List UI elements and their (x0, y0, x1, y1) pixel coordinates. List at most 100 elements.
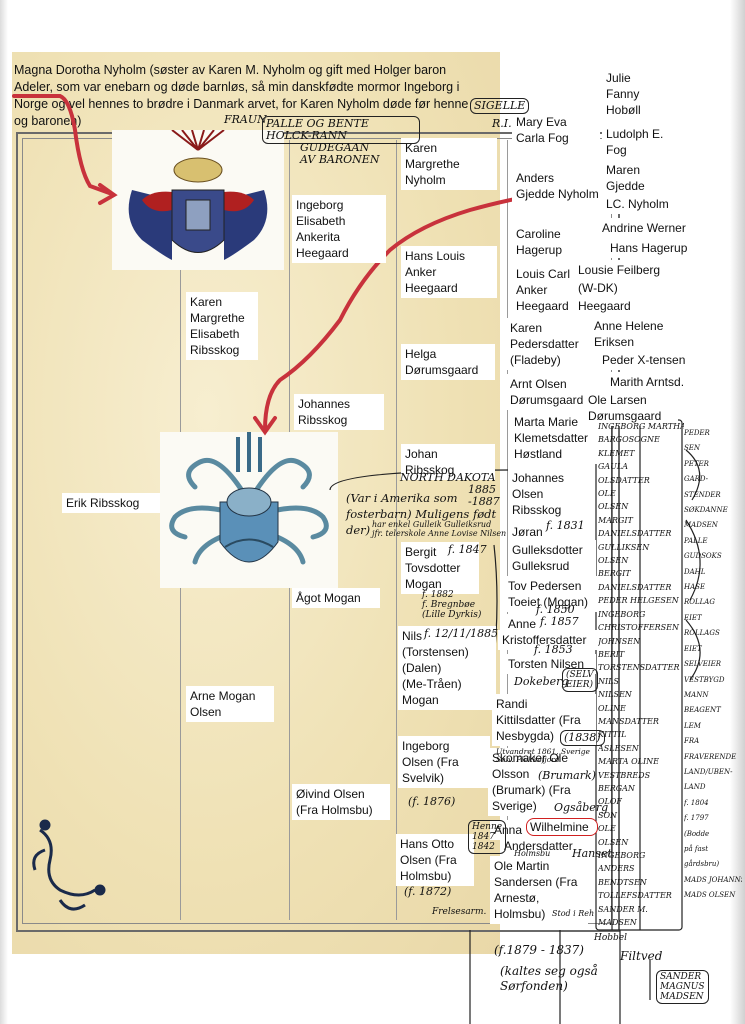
hw-column-entry: KITTIL (598, 730, 627, 740)
hw-fraun: FRAUN (224, 113, 267, 126)
person-agot-mogan: Ågot Mogan (292, 588, 380, 608)
person-kristoffersdatter: Kristoffersdatter (498, 630, 602, 650)
hw-f1853: f. 1853 (534, 643, 573, 656)
tree-line (396, 140, 397, 920)
hw-f1838: (1838) (560, 730, 605, 746)
hw-column-entry: ASLESEN (598, 743, 639, 753)
hw-f1850: f. 1850 (536, 603, 575, 616)
person-peder-x-tensen: Peder X-tensen (598, 350, 704, 370)
person-hans-louis-heegaard: Hans Louis Anker Heegaard (401, 246, 497, 298)
hw-column-entry: OLSEN (598, 502, 629, 512)
hw-column-entry: CHRISTOFFERSEN (598, 623, 679, 633)
person-joran: Jøran (508, 522, 550, 542)
hw-column-entry: VESTBYGD (684, 675, 725, 684)
hw-column-entry: (Bodde (684, 829, 710, 838)
hw-years-johan: 1885 -1887 (468, 483, 500, 508)
person-skomaker-ole-olsson: Skomaker Ole Olsson (Brumark) (Fra Sveri… (488, 748, 584, 816)
hw-palle: PALLE OG BENTE HOLCK-RANN (262, 116, 420, 144)
hw-column-entry: LEM (684, 721, 701, 730)
hw-column-entry: PETER (684, 459, 709, 468)
hw-column-entry: BERIT (598, 649, 625, 659)
person-ingeborg-heegaard: Ingeborg Elisabeth Ankerita Heegaard (292, 195, 386, 263)
hw-f1847: f. 1847 (448, 543, 487, 556)
person-mary-eva-fog: Mary Eva Carla Fog (512, 112, 600, 148)
hw-gudegaan: GUDEGAAN AV BARONEN (300, 141, 380, 166)
hw-filtved: Filtved (620, 949, 663, 963)
person-arnt-dorumsgaard: Arnt Olsen Dørumsgaard (506, 374, 594, 410)
hw-amerika: (Var i Amerika som fosterbarn) Muligens … (346, 491, 497, 537)
person-anna: Anna (490, 820, 528, 840)
person-marith-arntsd: Marith Arntsd. (606, 372, 704, 392)
hw-hobbe: Hobbel (594, 933, 627, 943)
hw-f1831: f. 1831 (546, 519, 585, 532)
hw-column-entry: OLE (598, 489, 616, 499)
hw-column-entry: TORSTENSDATTER (598, 663, 680, 673)
hw-column-entry: INGEBORG (598, 609, 646, 619)
hw-column-entry: MADS OLSEN (684, 891, 736, 900)
person-karen-nyholm: Karen Margrethe Nyholm (401, 138, 497, 190)
hw-column-entry: OLOF (598, 797, 622, 807)
hw-gulleik-note: har enkel Gulleik Gulleiksrud jfr. teler… (372, 520, 507, 538)
hw-column-entry: VESTBREDS (598, 770, 651, 780)
hw-column-entry: NILSEN (598, 690, 632, 700)
person-hans-otto-olsen: Hans Otto Olsen (Fra Holmsbu) (396, 834, 474, 886)
hw-holmsbu: Holmsbu (514, 849, 551, 858)
hw-hanset: Hanset (572, 847, 612, 860)
hw-column-entry: ROLLAG (684, 598, 715, 607)
hw-sander-bottom: SANDER MAGNUS MADSEN (656, 970, 709, 1004)
crest-panel-ribsskog (160, 432, 338, 588)
hw-column-entry: MADSEN (684, 521, 718, 530)
person-anne: Anne (504, 614, 542, 634)
hw-column-entry: MADS JOHANNSEN (684, 875, 742, 884)
person-ole-martin-sandersen: Ole Martin Sandersen (Fra Arnestø, Holms… (490, 856, 588, 924)
hw-column-entry: BARGOSOGNE (598, 435, 660, 445)
person-ole-larsen-dorumsgaard: Ole Larsen Dørumsgaard (584, 390, 678, 426)
person-tov-toeiet: Tov Pedersen Toeiet (Mogan) (504, 576, 598, 612)
person-maren-gjedde: Maren Gjedde (602, 160, 672, 196)
hw-brumark: (Brumark) (538, 769, 596, 782)
hw-column-entry: GARD- (684, 475, 709, 484)
hw-column-entry: på fast (684, 844, 709, 853)
hw-column-entry: LAND/UBEN- (684, 767, 733, 776)
hw-column-entry: GUDSOKS (684, 552, 722, 561)
person-erik-ribsskog: Erik Ribsskog (62, 493, 160, 513)
hw-column-entry: OLSEN (598, 837, 629, 847)
hw-column-entry: SANDER M. (598, 904, 648, 914)
person-karen-pedersdatter: Karen Pedersdatter (Fladeby) (506, 318, 598, 370)
person-heegaard: Heegaard (574, 296, 648, 316)
person-oivind-olsen: Øivind Olsen (Fra Holmsbu) (292, 784, 390, 820)
hw-column-entry: ANDERS (598, 864, 635, 874)
person-anders-nyholm: Anders Gjedde Nyholm (512, 168, 608, 204)
person-anne-helene-eriksen: Anne Helene Eriksen (590, 316, 702, 352)
person-karen-ribsskog: Karen Margrethe Elisabeth Ribsskog (186, 292, 258, 360)
hw-column-entry: KLEMET (598, 448, 635, 458)
hw-column-entry: GULLIKSEN (598, 542, 650, 552)
hw-column-entry: SØKDANNE (684, 506, 728, 515)
person-lousie-feilberg: Lousie Feilberg (574, 260, 700, 280)
hw-column-entry: MANN (684, 690, 709, 699)
person-louis-carl-heegaard: Louis Carl Anker Heegaard (512, 264, 584, 316)
hw-column-entry: GAULA (598, 462, 628, 472)
hw-column-entry: PALLE (684, 536, 708, 545)
hw-column-entry: ROLLAGS (684, 629, 720, 638)
person-hans-hagerup: Hans Hagerup (606, 238, 704, 258)
hw-stod: Stod i Reh (552, 909, 595, 918)
hw-utvandret: Utvandret 1861, Sverige Selv. Flekkefjor… (496, 747, 590, 764)
person-helga-dorumsgaard: Helga Dørumsgaard (401, 344, 495, 380)
hw-column-entry: INGEBORG MARTHA (598, 422, 684, 431)
hw-column-entry: FRAVERENDE (684, 752, 737, 761)
hw-column-entry: f. 1797 (684, 814, 709, 823)
hw-column-entry: gårdsbru) (684, 860, 720, 869)
hw-selv-eier: (SELV EIER) (562, 668, 598, 692)
hw-dokeberg: Dokeberg (514, 675, 569, 688)
hw-f1872: (f. 1872) (404, 885, 452, 898)
hw-column-entry: EIET (684, 644, 702, 653)
hw-column-entry: TOLLEFSDATTER (598, 891, 672, 901)
crest-panel-nyholm (112, 129, 284, 270)
hw-column-entry: MANSDATTER (598, 716, 659, 726)
hw-column-entry: HASE (684, 583, 706, 592)
hw-column-entry: NILS (598, 676, 619, 686)
hw-column-entry: BERGIT (598, 569, 631, 579)
hw-kaltes: (kaltes seg også Sørfonden) (500, 964, 598, 993)
